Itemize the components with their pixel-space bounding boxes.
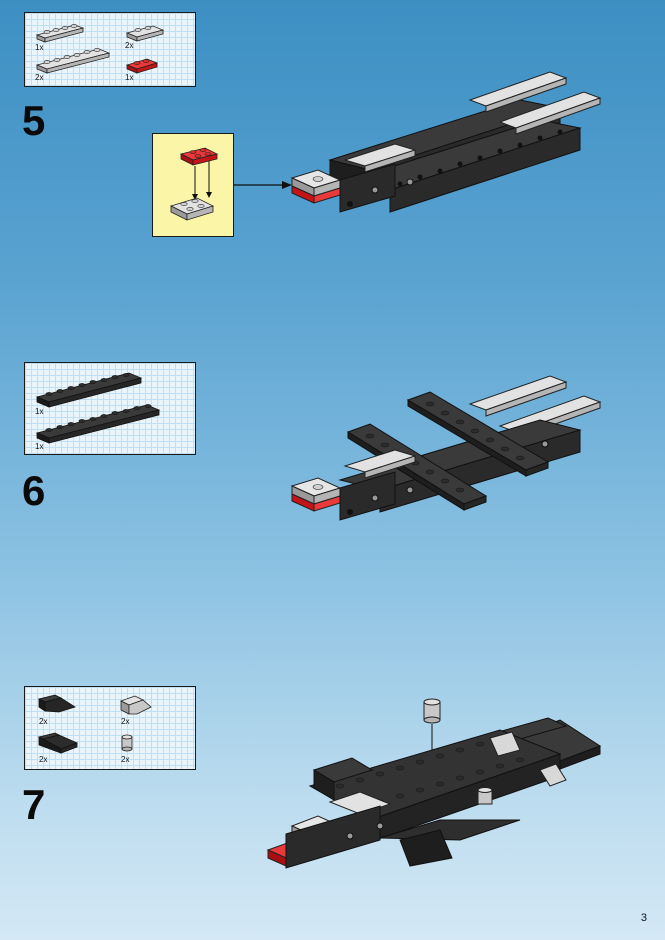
parts-list-step-5-drawing xyxy=(35,24,165,74)
light-gray-plate-1x6 xyxy=(468,71,568,113)
part-qty: 2x xyxy=(125,41,134,50)
part-qty: 1x xyxy=(35,407,44,416)
black-technic-beam xyxy=(348,119,582,213)
parts-list-step-7-drawing xyxy=(37,694,152,754)
parts-list-step-6: 1x 1x xyxy=(24,362,196,455)
black-slope-wing-left xyxy=(312,757,374,801)
page-number: 3 xyxy=(640,912,647,924)
light-gray-plate-1x4 xyxy=(343,143,417,173)
part-qty: 1x xyxy=(35,43,44,52)
light-gray-plate-1x6 xyxy=(468,375,568,417)
sub-assembly-callout xyxy=(152,133,234,237)
step-7-model xyxy=(266,698,602,869)
part-qty: 2x xyxy=(39,755,48,764)
part-qty: 2x xyxy=(121,717,130,726)
black-slope-icon xyxy=(37,732,79,754)
light-gray-plate-1x4 xyxy=(343,449,417,479)
step-6-model xyxy=(290,375,602,521)
step-number: 7 xyxy=(22,781,46,828)
light-gray-plate-1x2-icon xyxy=(125,25,165,42)
light-gray-plate-2x2-icon xyxy=(169,197,215,221)
parts-list-step-6-drawing xyxy=(35,372,161,444)
black-plate-1x10 xyxy=(346,423,488,511)
light-gray-plate-1x6 xyxy=(498,91,602,135)
light-gray-slope xyxy=(489,731,567,787)
red-plate-2x2 xyxy=(291,185,341,204)
red-plate-2x2-icon xyxy=(179,147,219,166)
black-brick-front xyxy=(285,805,384,869)
sub-assembly-drawing xyxy=(169,147,219,221)
beam-holes xyxy=(397,129,563,187)
part-qty: 2x xyxy=(121,755,130,764)
step-number: 6 xyxy=(22,467,46,514)
black-plate-1x8 xyxy=(406,391,550,477)
part-qty: 2x xyxy=(35,73,44,82)
part-qty: 1x xyxy=(125,73,134,82)
black-brick-front xyxy=(339,163,414,213)
part-qty: 1x xyxy=(35,442,44,451)
down-arrow-icon xyxy=(192,161,212,200)
black-plate-1x10-icon xyxy=(35,404,161,444)
black-slope-lower-wing xyxy=(379,819,521,867)
part-qty: 2x xyxy=(39,717,48,726)
red-plate-1x2-icon xyxy=(125,58,159,74)
light-gray-round-brick xyxy=(423,698,441,724)
parts-list-step-7: 2x 2x 2x 2x xyxy=(24,686,196,770)
black-slope-inverted-icon xyxy=(37,694,76,713)
light-gray-plate-1x4-icon xyxy=(35,24,85,43)
parts-list-step-5: 1x 2x 2x 1x xyxy=(24,12,196,87)
light-gray-round-brick xyxy=(477,787,493,805)
step-number: 5 xyxy=(22,97,46,144)
black-brick-front xyxy=(339,471,414,521)
light-gray-round-brick-icon xyxy=(121,734,133,752)
light-gray-plate-1x6-icon xyxy=(35,48,111,74)
callout-arrow-icon xyxy=(234,181,292,189)
light-gray-slope-inverted-icon xyxy=(119,695,152,715)
light-gray-plate-2x2 xyxy=(290,477,342,505)
black-plate-1x8-icon xyxy=(35,372,143,408)
step-5-model xyxy=(234,71,602,213)
